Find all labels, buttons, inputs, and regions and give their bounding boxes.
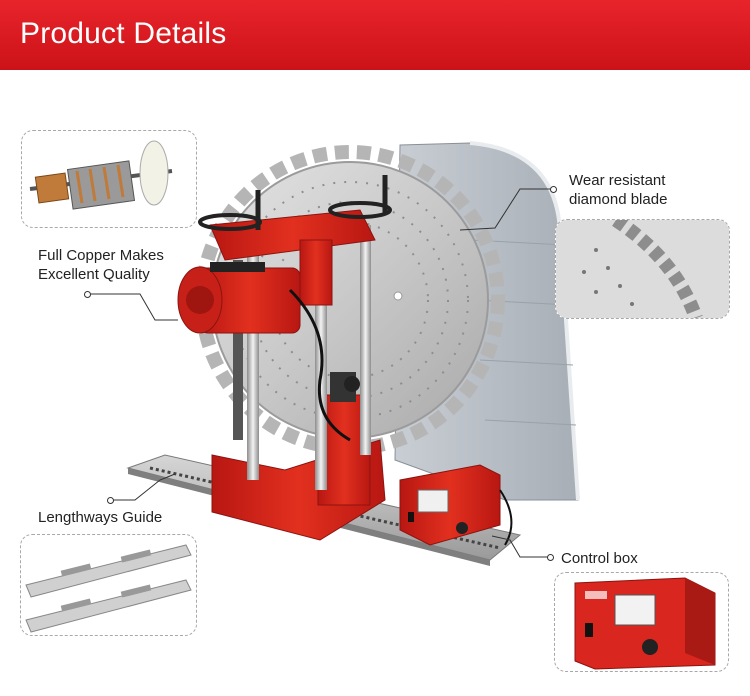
control-box-thumbnail [554,572,729,672]
motor [177,262,351,442]
control-box [399,464,513,546]
armature-image [29,140,173,210]
guide-rail-image [25,544,192,633]
callout-blade: Wear resistant diamond blade [569,171,667,209]
callout-dot-control [547,554,554,561]
page-title: Product Details [20,17,227,50]
guide-rail-thumbnail [20,534,197,636]
machine-frame [198,175,392,541]
callout-dot-blade [550,186,557,193]
callout-copper: Full Copper Makes Excellent Quality [38,246,164,284]
armature-thumbnail [21,130,197,228]
callout-dot-guide [107,497,114,504]
control-box-image [574,577,716,670]
blade-segment-image [556,220,729,318]
header-banner: Product Details [0,0,750,70]
leader-lines [87,188,553,558]
callout-dot-copper [84,291,91,298]
callout-copper-line1: Full Copper Makes [38,247,164,264]
wall-saw-machine-image [87,141,580,566]
callout-blade-line2: diamond blade [569,191,668,208]
blade-segment-thumbnail [555,219,730,319]
callout-control: Control box [561,550,638,567]
callout-blade-line1: Wear resistant [569,172,666,189]
callout-guide: Lengthways Guide [38,509,163,526]
callout-copper-line2: Excellent Quality [38,266,150,283]
